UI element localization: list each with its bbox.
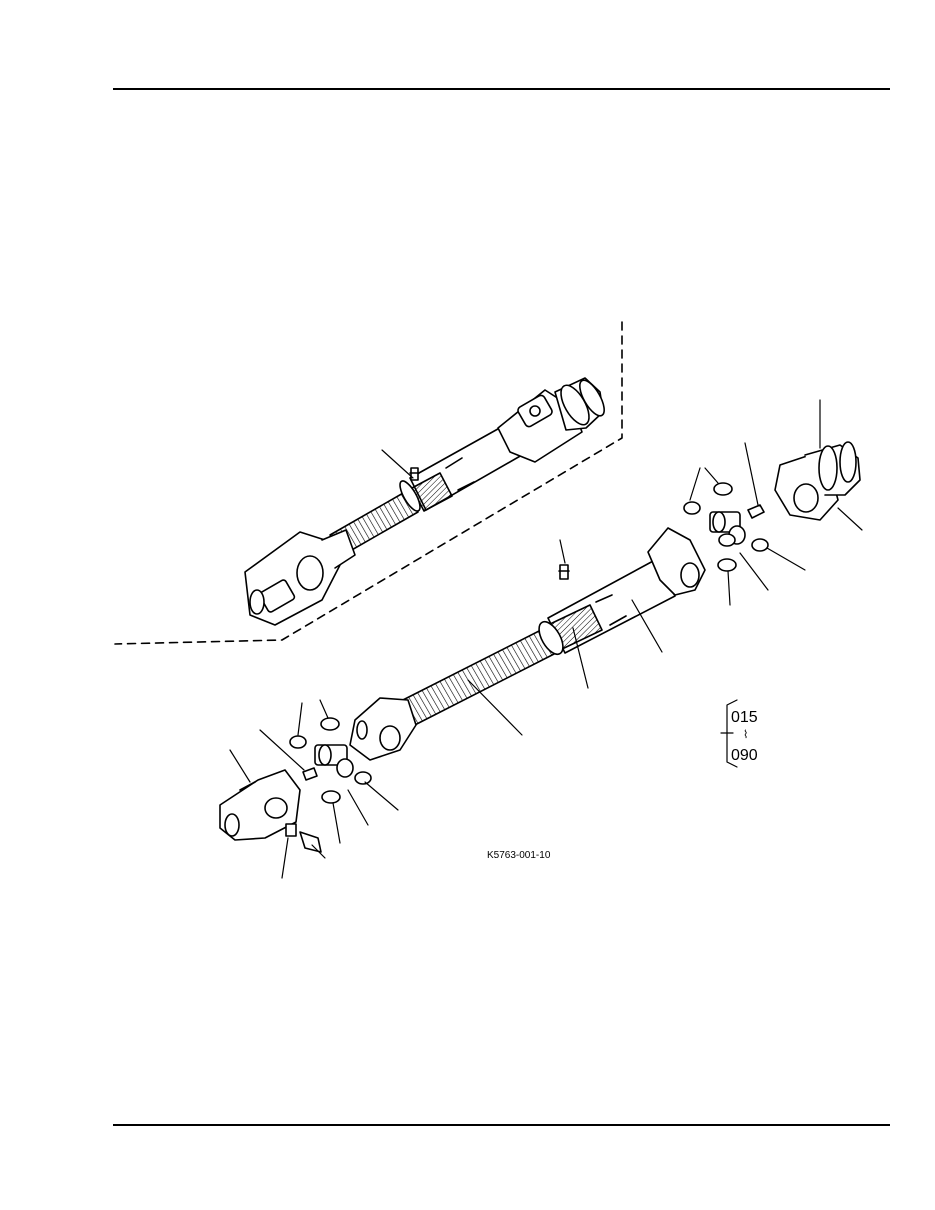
splined-inner-shaft (392, 627, 559, 731)
range-start-label: 015 (731, 709, 758, 726)
left-snap-ring-c (354, 771, 372, 785)
outer-tube-end (538, 620, 564, 656)
exploded-driveshaft (219, 441, 861, 853)
right-snap-ring-a (713, 482, 733, 496)
right-bearing-cup-a (683, 501, 701, 515)
right-grease-fitting (747, 504, 765, 519)
footer-rule (113, 1124, 890, 1126)
assembly-boundary (114, 321, 623, 645)
range-separator: ⌇ (743, 729, 748, 741)
upper-grease-nipple (410, 467, 419, 481)
right-bearing-cup-b (718, 533, 736, 547)
leader-lines (229, 399, 863, 879)
clamp-bolt (299, 831, 322, 853)
left-bearing-cup-a (289, 735, 307, 749)
right-snap-ring-b (717, 558, 737, 572)
assembled-driveshaft (114, 321, 623, 645)
range-end-label: 090 (731, 747, 758, 764)
figure-code: K5763-001-10 (487, 850, 551, 861)
left-grease-fitting (302, 767, 318, 781)
left-end-yoke (219, 769, 301, 841)
right-snap-ring-c (751, 538, 769, 552)
tube-grease-nipple (559, 564, 569, 580)
left-snap-ring-a (320, 717, 340, 731)
left-snap-ring-b (321, 790, 341, 804)
clamp-nut (285, 823, 297, 837)
header-rule (113, 88, 890, 90)
upper-tube-end (399, 480, 421, 512)
upper-left-bore (296, 555, 324, 591)
